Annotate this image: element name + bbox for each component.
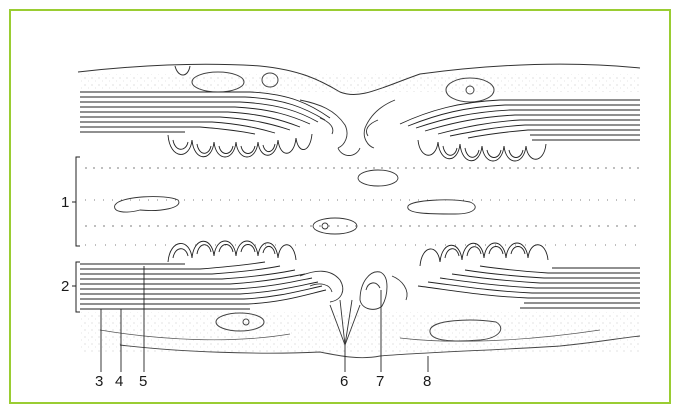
lower-right-myelin-lamellae	[418, 266, 640, 308]
bracket-2	[72, 262, 80, 312]
label-7: 7	[376, 374, 384, 389]
upper-left-myelin-lamellae	[80, 92, 330, 134]
label-4: 4	[115, 374, 123, 389]
label-2: 2	[61, 279, 69, 294]
lower-left-paranodal-loops	[168, 241, 296, 262]
upper-left-paranodal-loops	[168, 134, 312, 157]
upper-right-paranodal-loops	[418, 140, 546, 161]
axon-region	[85, 168, 640, 245]
upper-right-myelin-lamellae	[400, 100, 640, 140]
label-1: 1	[61, 195, 69, 210]
bracket-1	[72, 157, 80, 246]
label-5: 5	[139, 374, 147, 389]
lower-right-paranodal-loops	[420, 243, 548, 266]
label-6: 6	[340, 374, 348, 389]
node-process-7	[360, 272, 387, 310]
lower-left-myelin-lamellae	[80, 262, 326, 309]
axon-mitochondria	[115, 170, 476, 234]
label-8: 8	[423, 374, 431, 389]
upper-stipple	[80, 74, 640, 92]
label-3: 3	[95, 374, 103, 389]
